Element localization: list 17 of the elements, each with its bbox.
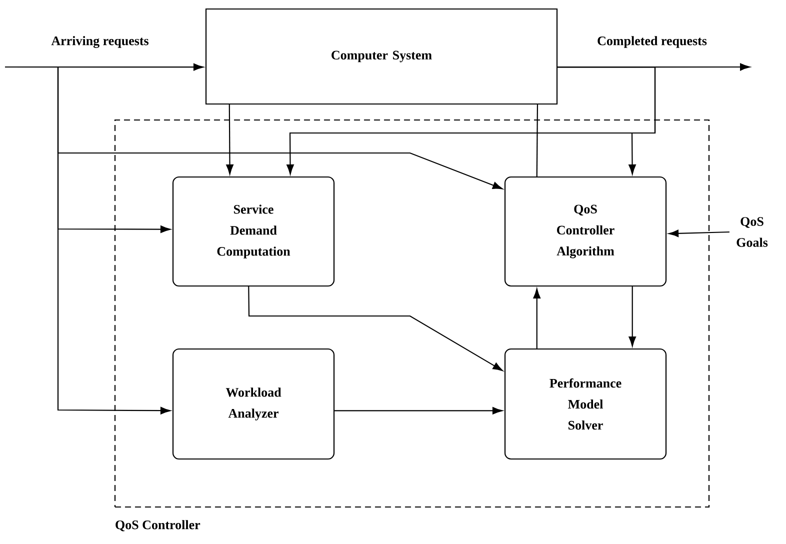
arrow <box>5 66 170 414</box>
process-box: QoS Controller Algorithm <box>504 176 667 287</box>
node-label: QoS Controller <box>116 520 200 532</box>
arrow <box>668 230 730 238</box>
arrow <box>558 66 656 174</box>
arrow <box>226 104 234 174</box>
process-box: Workload Analyzer <box>172 348 335 460</box>
input-text: QoS Goals <box>736 217 768 247</box>
process-box: Performance Model Solver <box>504 348 667 460</box>
system-box: Computer System <box>205 8 558 105</box>
edge-label: Arriving requests <box>50 35 150 49</box>
arrow <box>248 286 503 372</box>
arrow <box>628 286 636 346</box>
edge-label: Completed requests <box>596 35 708 49</box>
arrow <box>334 407 502 414</box>
arrow <box>533 288 541 348</box>
process-box: Service Demand Computation <box>172 176 335 287</box>
